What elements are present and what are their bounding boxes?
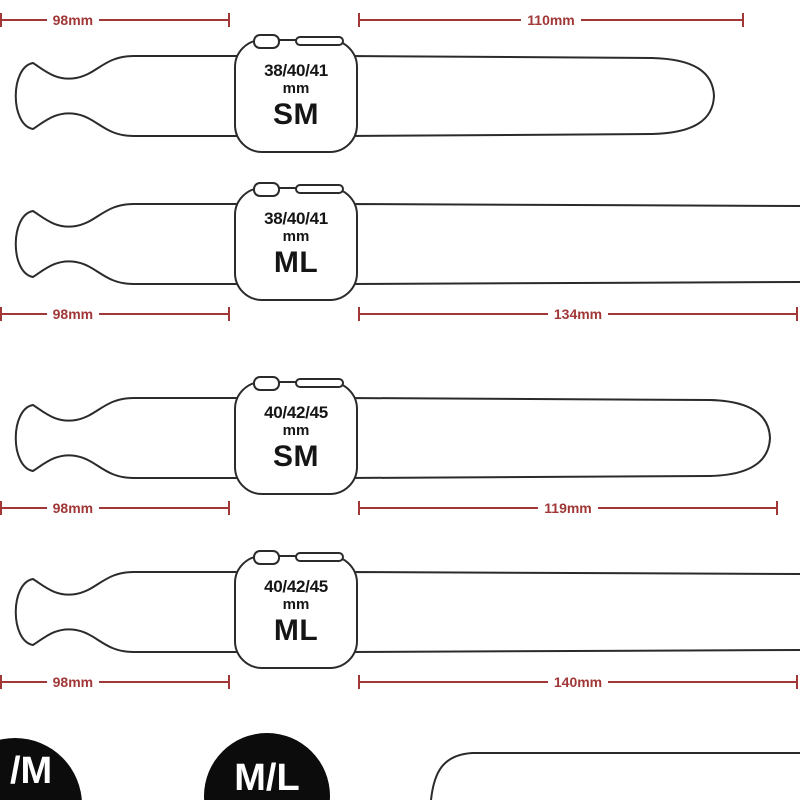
- case-size-numbers: 40/42/45: [264, 403, 328, 423]
- watch-case-label-4: 40/42/45 mm ML: [235, 560, 357, 664]
- case-top-slot-icon: [295, 552, 344, 562]
- case-size-numbers: 38/40/41: [264, 61, 328, 81]
- case-size-code: SM: [273, 439, 319, 473]
- dim-label-left-band4: 98mm: [52, 674, 94, 690]
- right-strap-outline: [347, 570, 800, 654]
- dim-label-right-band3: 119mm: [544, 500, 592, 516]
- case-size-numbers: 40/42/45: [264, 577, 328, 597]
- dim-tick: [228, 13, 230, 27]
- dim-tick: [358, 675, 360, 689]
- dim-left-band2: 98mm: [0, 306, 230, 322]
- watch-case-label-3: 40/42/45 mm SM: [235, 386, 357, 490]
- band-diagram-2: [14, 182, 800, 301]
- dim-tick: [358, 13, 360, 27]
- dim-right-band2: 134mm: [358, 306, 799, 322]
- dim-tick: [796, 307, 799, 321]
- watch-case-label-1: 38/40/41 mm SM: [235, 44, 357, 148]
- dim-line: [99, 681, 228, 683]
- dim-right-band1: 110mm: [358, 12, 745, 28]
- case-size-code: ML: [273, 613, 319, 647]
- left-strap-outline: [14, 571, 245, 653]
- case-mm-text: mm: [282, 80, 310, 98]
- case-mm-text: mm: [282, 596, 310, 614]
- dim-tick: [0, 307, 2, 321]
- case-size-numbers: 38/40/41: [264, 209, 328, 229]
- dim-right-band3: 119mm: [358, 500, 779, 516]
- left-strap-outline: [14, 203, 245, 285]
- dim-line: [99, 313, 228, 315]
- dim-line: [580, 19, 743, 21]
- dim-tick: [0, 675, 2, 689]
- dim-line: [360, 313, 548, 315]
- dim-left-band3: 98mm: [0, 500, 230, 516]
- dim-line: [99, 507, 228, 509]
- dim-label-right-band4: 140mm: [553, 674, 603, 690]
- size-badge-sm-label: /M: [10, 750, 53, 792]
- dim-label-left-band3: 98mm: [52, 500, 94, 516]
- dim-tick: [228, 307, 230, 321]
- dim-tick: [358, 307, 360, 321]
- dim-right-band4: 140mm: [358, 674, 799, 690]
- band-diagram-4: [14, 550, 800, 669]
- case-top-slot-icon: [295, 36, 344, 46]
- dim-line: [99, 19, 228, 21]
- dim-line: [360, 681, 548, 683]
- case-mm-text: mm: [282, 422, 310, 440]
- size-badge-ml-label: M/L: [234, 757, 300, 799]
- dim-label-right-band1: 110mm: [527, 12, 575, 28]
- case-top-button-icon: [253, 182, 280, 197]
- case-top-button-icon: [253, 376, 280, 391]
- band-diagram-1: [14, 34, 716, 153]
- dim-tick: [228, 501, 230, 515]
- band-diagram-3: [14, 376, 772, 495]
- dim-tick: [742, 13, 745, 27]
- dim-tick: [358, 501, 360, 515]
- dim-label-left-band2: 98mm: [52, 306, 94, 322]
- dim-tick: [776, 501, 779, 515]
- dim-label-right-band2: 134mm: [553, 306, 603, 322]
- watch-case-label-2: 38/40/41 mm ML: [235, 192, 357, 296]
- case-top-slot-icon: [295, 184, 344, 194]
- dim-label-left-band1: 98mm: [52, 12, 94, 28]
- case-top-button-icon: [253, 550, 280, 565]
- dim-line: [597, 507, 777, 509]
- case-top-button-icon: [253, 34, 280, 49]
- left-strap-outline: [14, 55, 245, 137]
- dim-line: [2, 507, 47, 509]
- case-mm-text: mm: [282, 228, 310, 246]
- right-strap-outline: [347, 54, 716, 138]
- dim-line: [360, 507, 539, 509]
- right-strap-outline: [347, 202, 800, 286]
- dim-line: [360, 19, 522, 21]
- dim-line: [2, 313, 47, 315]
- case-top-slot-icon: [295, 378, 344, 388]
- left-strap-outline: [14, 397, 245, 479]
- partial-strap-edge: [430, 752, 800, 800]
- case-size-code: ML: [273, 245, 319, 279]
- dim-left-band4: 98mm: [0, 674, 230, 690]
- dim-line: [2, 19, 47, 21]
- case-size-code: SM: [273, 97, 319, 131]
- dim-tick: [0, 13, 2, 27]
- dim-tick: [228, 675, 230, 689]
- dim-line: [608, 313, 797, 315]
- dim-tick: [0, 501, 2, 515]
- right-strap-outline: [347, 396, 772, 480]
- dim-left-band1: 98mm: [0, 12, 230, 28]
- dim-tick: [796, 675, 799, 689]
- partial-band-outline: [430, 752, 800, 800]
- dim-line: [2, 681, 47, 683]
- dim-line: [608, 681, 797, 683]
